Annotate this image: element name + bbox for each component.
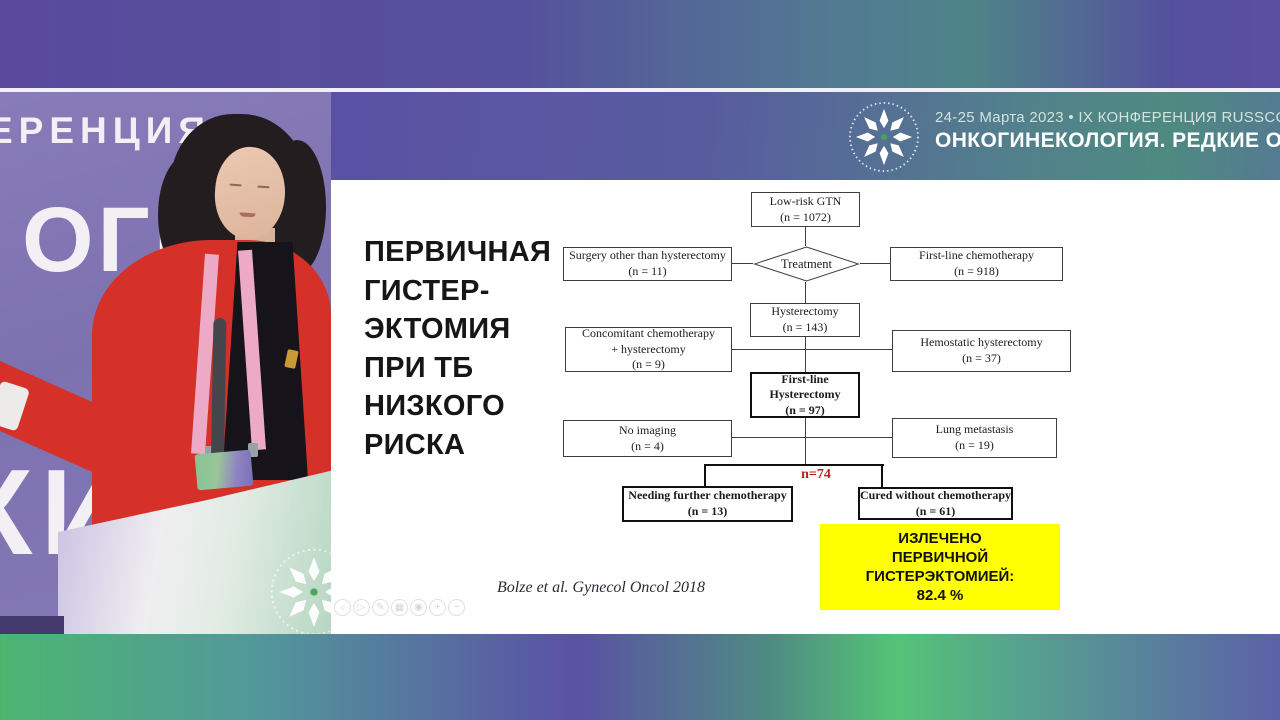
connector <box>805 282 806 303</box>
node-text: Low-risk GTN <box>769 193 842 208</box>
connector <box>805 227 806 246</box>
highlight-text: 82.4 % <box>916 587 964 604</box>
speaker-eye <box>229 183 242 187</box>
connector <box>732 349 805 350</box>
presentation-slide: 24-25 Марта 2023 • IX КОНФЕРЕНЦИЯ RUSSCO… <box>331 92 1280 634</box>
connector <box>704 464 706 486</box>
slide-title-line: ПЕРВИЧНАЯ <box>364 236 552 268</box>
zoom-in-icon[interactable]: + <box>429 599 446 616</box>
node-text: (n = 97) <box>785 402 825 417</box>
node-text: Concomitant chemotherapy <box>582 326 715 341</box>
speaker-video-region: ЕРЕНЦИЯ R ОГИ КИ <box>0 92 331 634</box>
connector <box>805 349 892 350</box>
node-text: (n = 4) <box>631 438 664 453</box>
node-text: Surgery other than hysterectomy <box>569 248 726 263</box>
connector <box>860 263 890 264</box>
node-text: Needing further chemotherapy <box>628 488 787 503</box>
node-text: First-line chemotherapy <box>919 248 1034 263</box>
node-text: (n = 143) <box>782 320 828 334</box>
flow-node-lung-metastasis: Lung metastasis (n = 19) <box>892 418 1057 458</box>
slide-header-banner: 24-25 Марта 2023 • IX КОНФЕРЕНЦИЯ RUSSCO… <box>331 92 1280 180</box>
top-gradient-bar <box>0 0 1280 92</box>
flow-node-no-imaging: No imaging (n = 4) <box>563 420 732 457</box>
slide-title-line: РИСКА <box>364 428 466 461</box>
slide-title-line: ЭКТОМИЯ <box>364 313 511 345</box>
speaker-eye <box>257 185 270 189</box>
russco-star-logo-icon <box>270 548 331 634</box>
lanyard-clip <box>248 443 258 457</box>
connector <box>805 337 806 372</box>
flow-node-low-risk-gtn: Low-risk GTN (n = 1072) <box>751 192 860 227</box>
back-icon[interactable]: ‹ <box>334 599 351 616</box>
stage: ЕРЕНЦИЯ R ОГИ КИ <box>0 92 1280 634</box>
citation: Bolze et al. Gynecol Oncol 2018 <box>497 579 705 596</box>
play-icon[interactable]: ▷ <box>353 599 370 616</box>
node-text: (n = 918) <box>954 264 999 278</box>
flow-node-concomitant-chemo: Concomitant chemotherapy + hysterectomy … <box>565 326 732 372</box>
conference-badge <box>194 449 254 491</box>
backdrop-shadow <box>0 616 64 634</box>
node-text: (n = 9) <box>632 357 665 372</box>
connector <box>704 464 884 466</box>
node-text: Hemostatic hysterectomy <box>920 335 1043 350</box>
flow-node-hemostatic-hysterectomy: Hemostatic hysterectomy (n = 37) <box>892 330 1071 372</box>
slide-title-line: ГИСТЕР- <box>364 274 490 307</box>
slide-title: ПЕРВИЧНАЯ ГИСТЕР- ЭКТОМИЯ ПРИ ТБ НИЗКОГО… <box>364 233 551 464</box>
diamond-shape <box>752 246 861 282</box>
node-text: + hysterectomy <box>611 341 686 356</box>
slide-title-line: ПРИ ТБ <box>364 351 474 384</box>
node-text: (n = 37) <box>962 351 1001 365</box>
laser-icon[interactable]: ◉ <box>410 599 427 616</box>
node-text: Hysterectomy <box>771 304 839 319</box>
flow-node-needing-further-chemo: Needing further chemotherapy (n = 13) <box>622 486 793 522</box>
apps-icon[interactable]: ▦ <box>391 599 408 616</box>
conference-banner-text: 24-25 Марта 2023 • IX КОНФЕРЕНЦИЯ RUSSCO… <box>935 109 1280 153</box>
connector <box>805 437 892 438</box>
slide-title-line: НИЗКОГО <box>364 390 505 422</box>
node-text: (n = 11) <box>628 264 667 278</box>
flow-node-first-line-hysterectomy: First-line Hysterectomy (n = 97) <box>750 372 860 418</box>
speaker-mouth <box>239 212 256 218</box>
bottom-gradient-bar <box>0 634 1280 720</box>
node-text: Treatment <box>781 256 832 271</box>
node-text: (n = 1072) <box>780 209 831 224</box>
node-text: (n = 13) <box>687 504 728 518</box>
flow-node-treatment-decision: Treatment <box>752 246 861 282</box>
connector <box>732 437 805 438</box>
connector <box>732 263 753 264</box>
conference-date-line: 24-25 Марта 2023 • IX КОНФЕРЕНЦИЯ RUSSCO <box>935 109 1280 126</box>
flow-node-surgery-other: Surgery other than hysterectomy (n = 11) <box>563 247 732 281</box>
flow-node-cured-without-chemo: Cured without chemotherapy (n = 61) <box>858 487 1013 520</box>
highlight-text: ИЗЛЕЧЕНО <box>898 530 982 547</box>
node-text: First-line <box>781 371 829 386</box>
node-text: (n = 61) <box>915 503 956 518</box>
node-text: Hysterectomy <box>769 387 841 402</box>
cured-highlight-box: ИЗЛЕЧЕНО ПЕРВИЧНОЙ ГИСТЕРЭКТОМИЕЙ: 82.4 … <box>820 524 1060 610</box>
flow-node-hysterectomy: Hysterectomy (n = 143) <box>750 303 860 337</box>
node-text: (n = 19) <box>955 438 994 452</box>
pen-icon[interactable]: ✎ <box>372 599 389 616</box>
connector <box>881 464 883 487</box>
russco-star-logo-icon <box>849 102 919 172</box>
node-text: Lung metastasis <box>935 422 1014 437</box>
node-text: Cured without chemotherapy <box>859 487 1012 502</box>
conference-title-line: ОНКОГИНЕКОЛОГИЯ. РЕДКИЕ ОПУХОЛИ <box>935 129 1280 152</box>
connector <box>805 418 806 466</box>
flow-node-first-line-chemo: First-line chemotherapy (n = 918) <box>890 247 1063 281</box>
n74-annotation: n=74 <box>801 467 831 482</box>
highlight-text: ПЕРВИЧНОЙ <box>891 549 989 566</box>
presenter-toolbar: ‹ ▷ ✎ ▦ ◉ + − <box>334 599 465 616</box>
node-text: No imaging <box>619 422 676 437</box>
zoom-out-icon[interactable]: − <box>448 599 465 616</box>
highlight-text: ГИСТЕРЭКТОМИЕЙ: <box>865 568 1015 585</box>
